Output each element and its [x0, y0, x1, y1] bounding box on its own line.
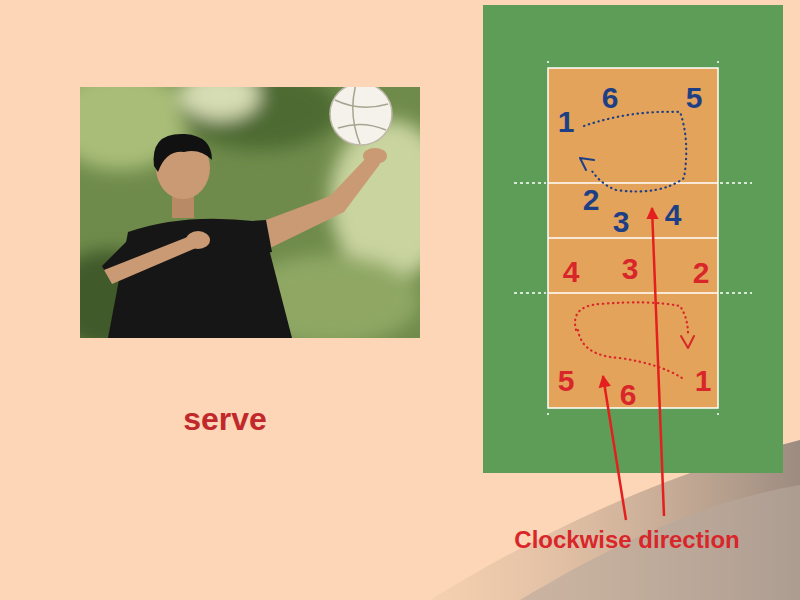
direction-caption: Clockwise direction — [514, 527, 739, 553]
label-slot: 3 — [622, 252, 639, 285]
position-number: 6 — [602, 81, 619, 114]
label-slot: Clockwise direction — [514, 527, 739, 553]
rotation-path — [575, 112, 688, 378]
label-slot: 2 — [583, 183, 600, 216]
label-slot: 5 — [558, 364, 575, 397]
position-number: 2 — [583, 183, 600, 216]
rotation-arrowhead — [580, 158, 594, 170]
position-number: 5 — [558, 364, 575, 397]
position-number: 3 — [613, 205, 630, 238]
position-number: 6 — [620, 378, 637, 411]
position-number: 3 — [622, 252, 639, 285]
position-number: 5 — [686, 81, 703, 114]
rotation-arrowhead — [681, 336, 694, 348]
label-slot: 1 — [558, 105, 575, 138]
label-slot: 6 — [620, 378, 637, 411]
position-number: 4 — [563, 255, 580, 288]
serve-photo — [80, 87, 420, 338]
serve-caption: serve — [183, 402, 267, 437]
label-slot: 3 — [613, 205, 630, 238]
label-slot: serve — [183, 402, 267, 437]
label-slot: 2 — [693, 256, 710, 289]
leader-arrow — [603, 208, 664, 520]
label-slot: 5 — [686, 81, 703, 114]
label-slot: 4 — [665, 198, 682, 231]
volleyball-court — [483, 5, 783, 473]
position-number: 2 — [693, 256, 710, 289]
position-number: 4 — [665, 198, 682, 231]
position-number: 1 — [695, 364, 712, 397]
position-number: 1 — [558, 105, 575, 138]
label-slot: 6 — [602, 81, 619, 114]
label-slot: 1 — [695, 364, 712, 397]
label-slot: 4 — [563, 255, 580, 288]
